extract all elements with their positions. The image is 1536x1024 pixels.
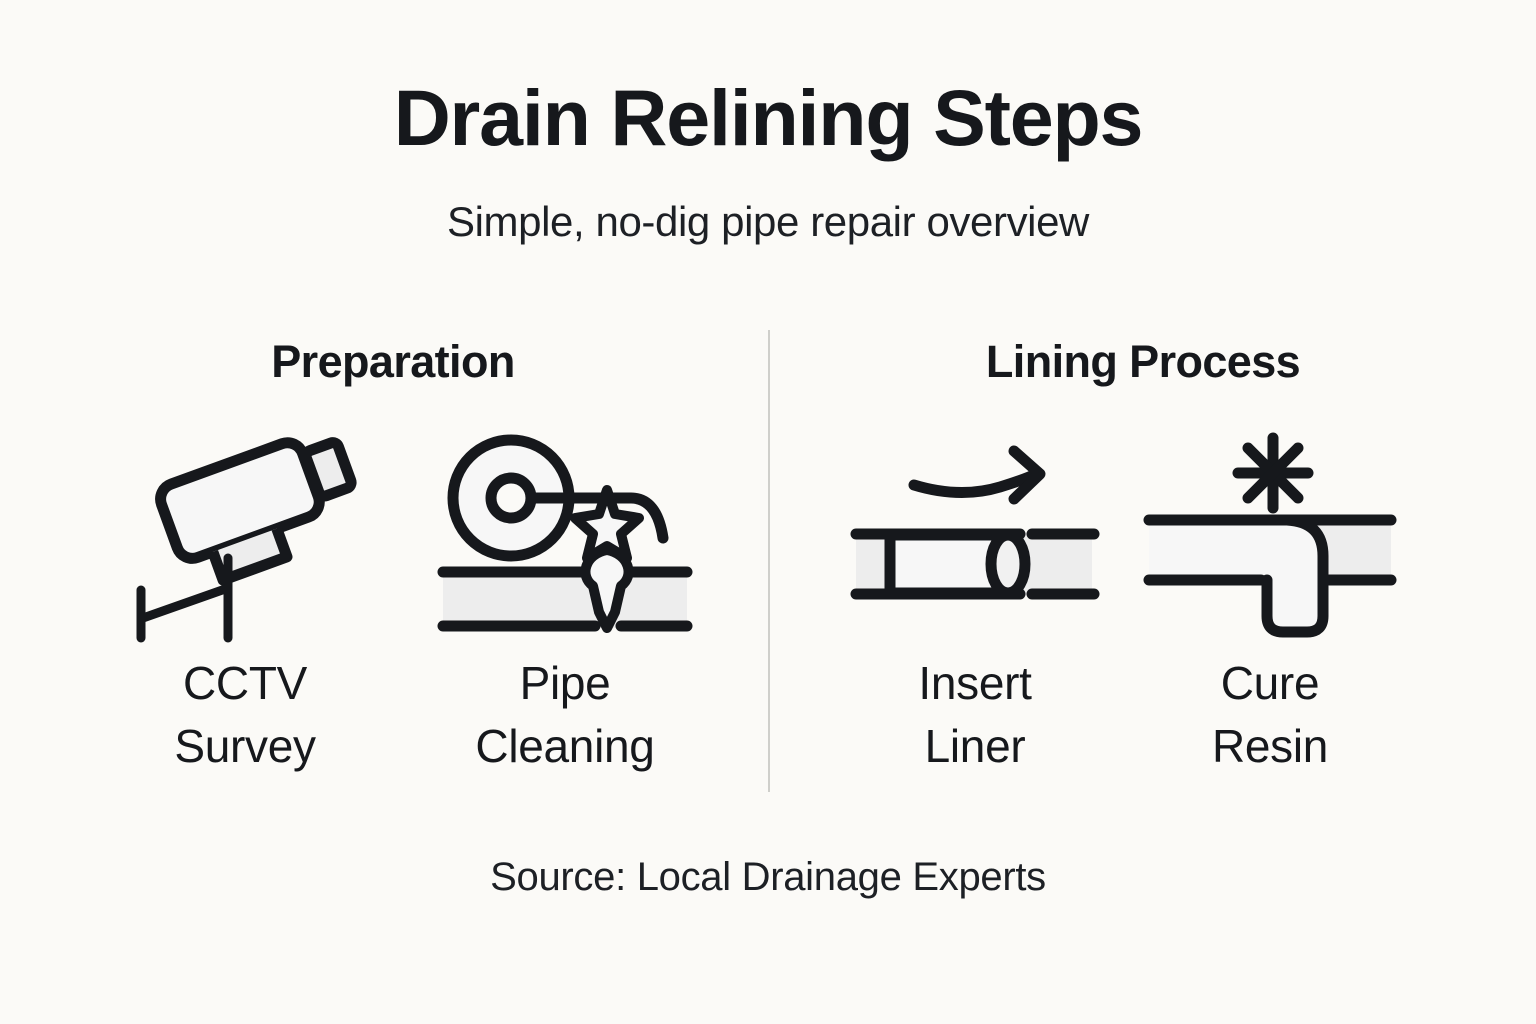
header: Drain Relining Steps Simple, no-dig pipe… [0,78,1536,243]
step-pipe-cleaning[interactable]: Pipe Cleaning [415,422,715,779]
cctv-camera-icon [136,436,357,642]
step-cure-resin[interactable]: Cure Resin [1120,422,1420,779]
cctv-camera-icon-wrap [95,422,395,652]
insert-liner-pipe-icon [850,445,1100,600]
step-label-cure-resin: Cure Resin [1211,657,1329,773]
group-heading-lining-process: Lining Process [985,336,1301,387]
cure-resin-icon-wrap [1120,422,1420,652]
page-title: Drain Relining Steps [393,73,1144,162]
step-label-insert-liner: Insert Liner [918,657,1032,773]
arrow-right-icon [908,445,1046,505]
starburst-icon [1232,432,1314,513]
section-divider [768,330,770,792]
pipe-cleaning-icon-wrap [415,422,715,652]
source-attribution: Source: Local Drainage Experts [490,855,1046,899]
step-insert-liner[interactable]: Insert Liner [825,422,1125,779]
group-heading-preparation: Preparation [271,336,515,387]
page-subtitle: Simple, no-dig pipe repair overview [447,198,1089,245]
cure-resin-pipe-icon [1143,432,1397,637]
step-label-pipe-cleaning: Pipe Cleaning [475,657,655,773]
pipe-cleaning-reel-icon [437,434,693,633]
step-cctv-survey[interactable]: CCTV Survey [95,422,395,779]
insert-liner-icon-wrap [825,422,1125,652]
step-label-cctv-survey: CCTV Survey [174,657,316,773]
